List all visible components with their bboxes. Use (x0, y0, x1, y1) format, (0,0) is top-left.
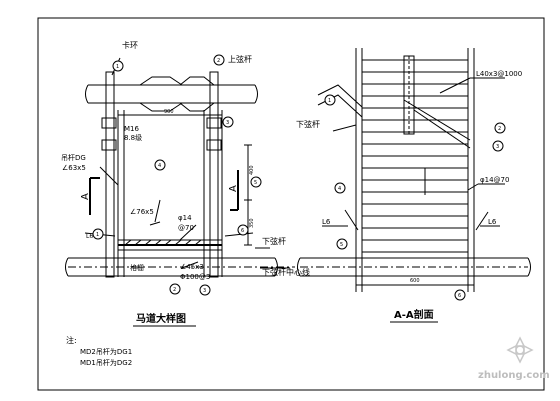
label-angle-76x5: ∠76x5 (130, 208, 154, 216)
watermark-logo (506, 336, 534, 364)
bubble-right-5: 5 (340, 242, 343, 248)
bubble-right-1: 1 (328, 98, 331, 104)
label-hanger-rod: 吊杆DG (61, 153, 86, 162)
figure-title-left: 马道大样图 (136, 312, 186, 325)
bubble-right-4: 4 (338, 186, 341, 192)
bubble-right-3: 3 (496, 144, 499, 150)
label-angle-45x3: ∠45x3 (180, 263, 204, 271)
bubble-num-8: 2 (173, 287, 176, 293)
bubble-num-5: 5 (254, 180, 257, 186)
label-dim-350: 350 (249, 218, 255, 228)
detail-bubbles-right (324, 94, 506, 301)
label-hanger-angle: ∠63x5 (62, 164, 86, 172)
label-l6-section-right: L6 (488, 218, 497, 226)
note-line-2: MD1吊杆为DG2 (80, 358, 132, 367)
watermark-text: zhulong.com (478, 370, 550, 381)
bubble-right-6: 6 (458, 293, 461, 299)
label-bottom-chord-center: 下弦杆中心线 (262, 267, 310, 277)
detail-bubbles-left (92, 54, 262, 296)
label-phi100: Φ100@3 (180, 273, 210, 281)
section-mark-right: A (228, 185, 239, 192)
notes-title: 注: (66, 335, 77, 345)
label-l6-left: L6 (86, 233, 93, 240)
label-angle-l40: L40x3@1000 (476, 70, 522, 78)
bubble-num-4: 4 (158, 163, 161, 169)
bubble-num-3: 3 (226, 120, 229, 126)
label-bottom-chord-mid: 下弦杆 (262, 236, 286, 246)
drawing-border (37, 17, 545, 391)
label-bolt-grade: 8.8级 (124, 133, 142, 142)
label-phi14-at70: φ14@70 (480, 176, 509, 184)
bubble-num-2: 2 (217, 58, 220, 64)
label-clamp-ring: 卡环 (122, 40, 138, 50)
bubble-num-7: 1 (96, 232, 99, 238)
label-dim-600: 600 (410, 278, 420, 284)
label-grating: 格栅 (130, 263, 144, 272)
label-phi70: @70 (178, 224, 194, 232)
label-phi14: φ14 (178, 214, 192, 222)
left-detail-view (65, 57, 295, 278)
bubble-num-9: 3 (203, 288, 206, 294)
label-dim-400: 400 (249, 165, 255, 175)
bubble-right-2: 2 (498, 126, 501, 132)
label-bolt-m16: M16 (124, 125, 139, 133)
bubble-num-6: 6 (241, 228, 244, 234)
label-top-chord-left: 上弦杆 (228, 54, 252, 64)
section-mark-left: A (80, 193, 91, 200)
label-dim-900: 900 (164, 109, 174, 115)
figure-title-right: A-A剖面 (394, 308, 434, 321)
label-l6-section-left: L6 (322, 218, 331, 226)
section-view (297, 48, 531, 292)
note-line-1: MD2吊杆为DG1 (80, 347, 132, 356)
label-bottom-chord-right: 下弦杆 (296, 119, 320, 129)
bubble-num-1: 1 (116, 64, 119, 70)
